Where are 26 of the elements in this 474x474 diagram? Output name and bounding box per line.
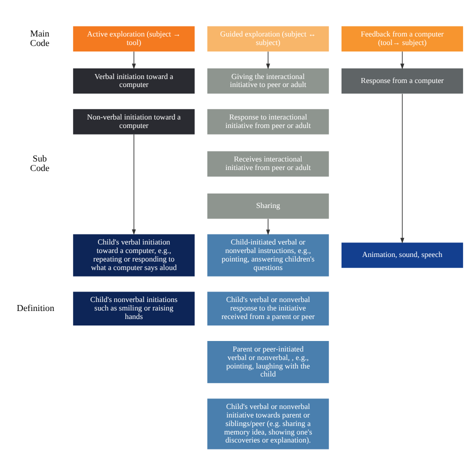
label: Main Code xyxy=(30,28,50,48)
node-box: Child's verbal initiation toward a computer, e.g., repeating or responding to what a computer says aloud xyxy=(73,234,195,276)
node-box: Guided exploration (subject ↔ subject) xyxy=(207,26,329,52)
arrow xyxy=(400,51,404,70)
arrow xyxy=(266,218,270,236)
label: Definition xyxy=(16,303,54,314)
arrow xyxy=(266,51,270,70)
node-box: Response from a computer xyxy=(342,68,464,94)
node-box: Child-initiated verbal or nonverbal instructions, e.g., pointing, answering children's questions xyxy=(207,234,329,276)
node-box: Child's nonverbal initiations such as smiling or raising hands xyxy=(73,292,195,326)
node-box: Sharing xyxy=(207,193,329,219)
node-box: Animation, sound, speech xyxy=(342,242,464,268)
arrow xyxy=(400,94,404,244)
node-box: Child's verbal or nonverbal initiative towards parent or siblings/peer (e.g. sharing a memory idea, showing one's discoveries or explanation). xyxy=(207,398,329,450)
node-box: Feedback from a computer (tool→ subject) xyxy=(342,26,464,52)
node-box: Child's verbal or nonverbal response to the initiative received from a parent or peer xyxy=(207,292,329,326)
node-box: Receives interactional initiative from peer or adult xyxy=(207,151,329,177)
label: Sub Code xyxy=(30,153,50,174)
node-box: Response to interactional initiative from peer or adult xyxy=(207,109,329,134)
node-box: Active exploration (subject → tool) xyxy=(73,26,195,52)
node-box: Parent or peer-initiated verbal or nonverbal, , e.g., pointing, laughing with the child xyxy=(207,340,329,384)
arrow xyxy=(132,134,136,236)
node-box: Non-verbal initiation toward a computer xyxy=(73,109,195,134)
node-box: Verbal initiation toward a computer xyxy=(73,68,195,94)
node-box: Giving the interactional initiative to peer or adult xyxy=(207,68,329,94)
arrow xyxy=(132,51,136,70)
